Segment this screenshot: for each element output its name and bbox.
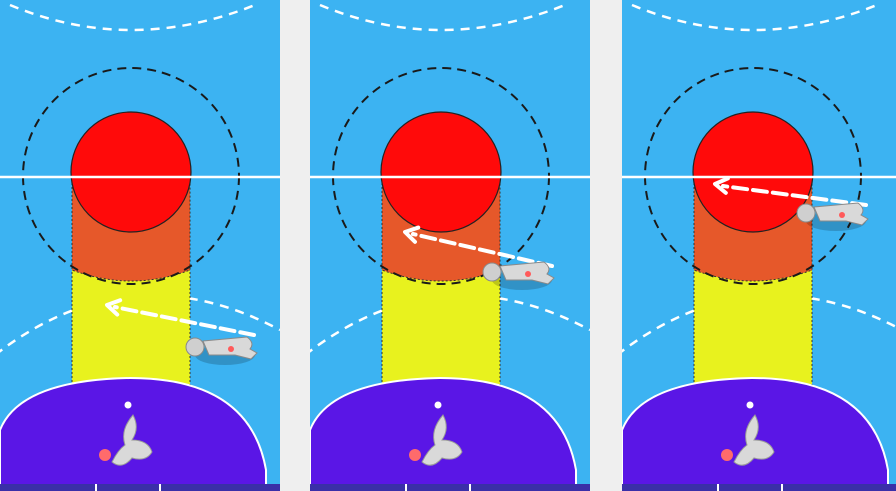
red-zone <box>381 112 501 232</box>
panel-1 <box>0 0 280 491</box>
player-head <box>797 204 815 222</box>
red-zone <box>693 112 813 232</box>
panel-3 <box>617 0 896 491</box>
ball-icon <box>409 449 421 461</box>
red-zone <box>71 112 191 232</box>
player-head <box>483 263 501 281</box>
player-head <box>186 338 204 356</box>
ball-icon <box>721 449 733 461</box>
goal-line <box>622 484 896 491</box>
goal-line <box>0 484 280 491</box>
ball-icon <box>99 449 111 461</box>
yellow-zone <box>694 270 812 388</box>
player-ball-icon <box>228 346 234 352</box>
player-ball-icon <box>525 271 531 277</box>
goalkeeper-ball-marker <box>125 402 132 409</box>
goal-line <box>310 484 590 491</box>
player-ball-icon <box>839 212 845 218</box>
yellow-zone <box>72 270 190 388</box>
goalkeeper-ball-marker <box>435 402 442 409</box>
yellow-zone <box>382 270 500 388</box>
goalkeeper-ball-marker <box>747 402 754 409</box>
panel-2 <box>305 0 590 491</box>
